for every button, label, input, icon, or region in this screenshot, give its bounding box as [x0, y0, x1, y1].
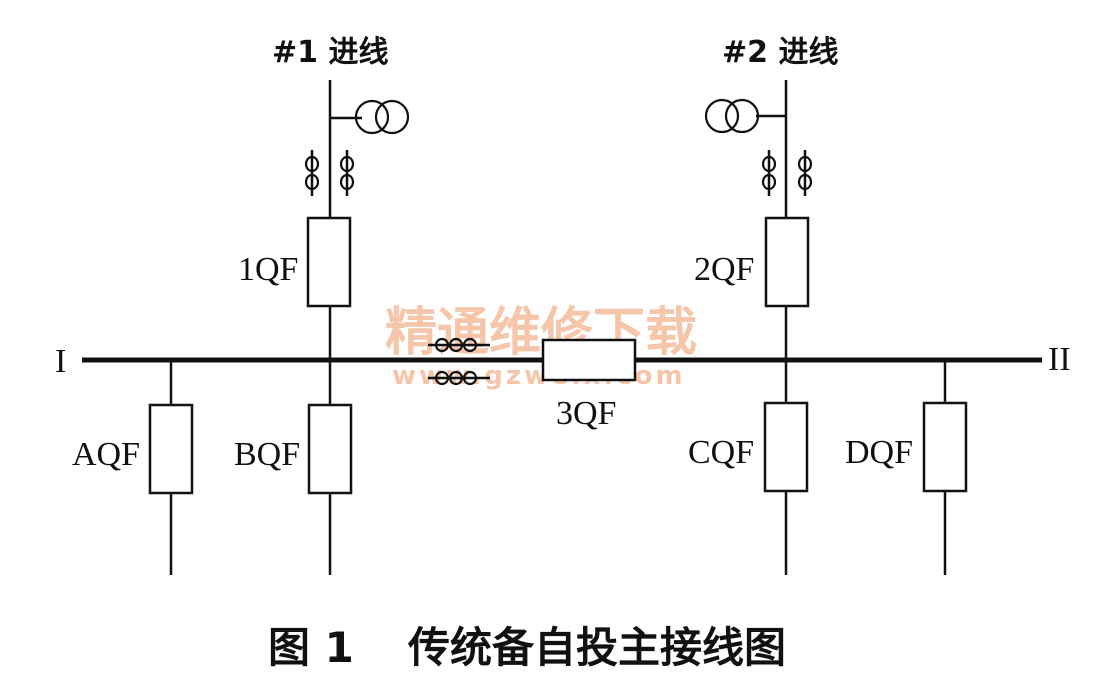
voltage-transformer-1-icon	[354, 99, 410, 135]
breaker-dqf	[922, 401, 968, 493]
breaker-bqf	[307, 403, 353, 495]
breaker-3qf	[541, 338, 637, 382]
incoming-line-1-label: #1 进线	[272, 35, 388, 70]
breaker-cqf-label: CQF	[688, 434, 754, 471]
watermark-text: 精通维修下载	[385, 303, 697, 363]
breaker-3qf-label: 3QF	[556, 395, 616, 432]
breaker-2qf	[764, 216, 810, 308]
incoming-line-2-label: #2 进线	[722, 35, 838, 70]
figure-number: 图 1	[268, 623, 354, 672]
breaker-1qf	[306, 216, 352, 308]
current-transformer-2-icon	[761, 150, 813, 196]
breaker-1qf-label: 1QF	[238, 251, 298, 288]
breaker-aqf	[148, 403, 194, 495]
bus-i-label: I	[55, 343, 66, 380]
breaker-2qf-label: 2QF	[694, 251, 754, 288]
breaker-cqf	[763, 401, 809, 493]
bus-ii-label: II	[1048, 341, 1071, 378]
breaker-bqf-label: BQF	[234, 436, 300, 473]
bus-tie-ct-icon	[428, 337, 490, 386]
breaker-dqf-label: DQF	[845, 434, 913, 471]
voltage-transformer-2-icon	[704, 98, 760, 134]
figure-title: 传统备自投主接线图	[407, 623, 786, 672]
current-transformer-1-icon	[304, 150, 355, 196]
breaker-aqf-label: AQF	[72, 436, 140, 473]
